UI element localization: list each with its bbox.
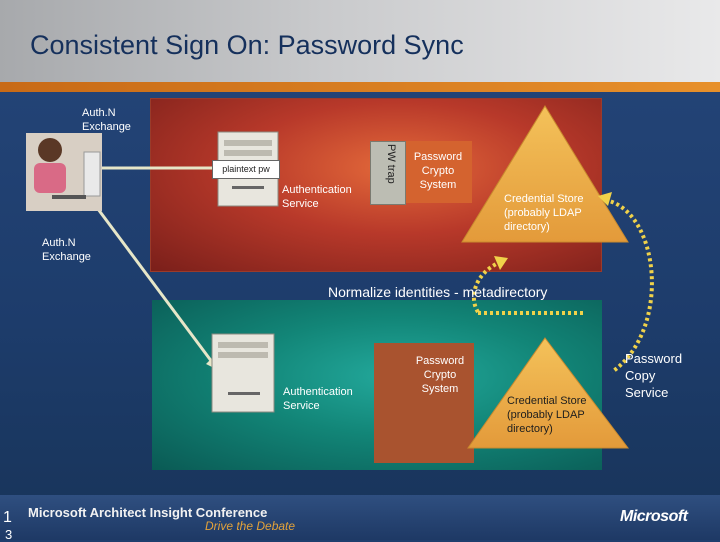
pw-trap-box: PW trap [370,141,406,205]
title-bar: Consistent Sign On: Password Sync [0,0,720,82]
top-crypto-box [404,141,472,203]
bottom-server-icon [211,333,275,413]
bottom-crypto-box [374,343,474,463]
plaintext-pw-box: plaintext pw [212,160,280,179]
arrow-user-to-bottom-server [93,204,214,363]
dotted-arrow-password-copy [604,198,654,374]
title-underline [0,82,720,92]
slide-number: 1 [3,509,12,526]
user-photo [26,133,102,211]
slide-title: Consistent Sign On: Password Sync [30,30,464,60]
top-credential-triangle [461,105,629,243]
bottom-credential-triangle [467,337,630,449]
conference-name: Microsoft Architect Insight Conference [28,505,268,520]
normalize-identities-label: Normalize identities - metadirectory [328,284,548,300]
conference-tagline: Drive the Debate [205,519,296,533]
dotted-arrow-metadirectory [471,260,501,314]
footer-bar: 1 3 Microsoft Architect Insight Conferen… [0,495,720,542]
slide-number-second-digit: 3 [5,527,13,542]
pw-trap-label: PW trap [385,144,397,184]
microsoft-logo: Microsoft [620,508,688,525]
